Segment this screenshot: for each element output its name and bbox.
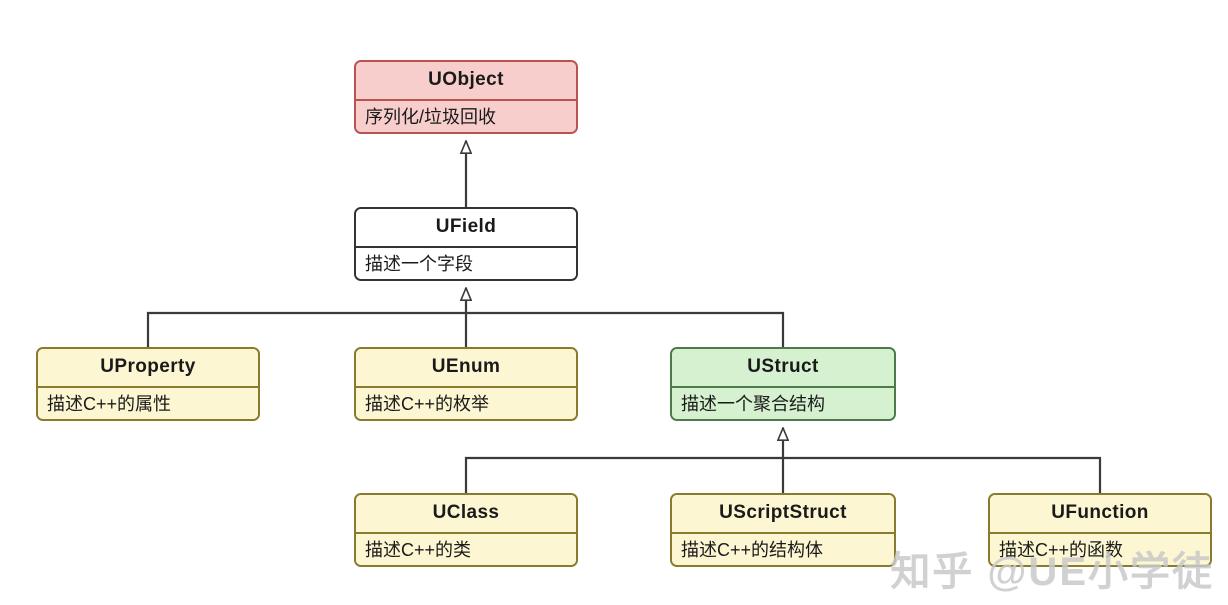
node-ufunction-desc: 描述C++的函数 [990,532,1210,565]
node-uproperty-title: UProperty [38,349,258,386]
node-ufield-title: UField [356,209,576,246]
node-uenum-desc: 描述C++的枚举 [356,386,576,419]
edge-bus-ustruct-children [464,456,1102,493]
node-ustruct[interactable]: UStruct 描述一个聚合结构 [670,347,896,421]
node-ustruct-desc: 描述一个聚合结构 [672,386,894,419]
node-uobject-desc: 序列化/垃圾回收 [356,99,576,132]
node-ufunction-title: UFunction [990,495,1210,532]
node-uscriptstruct[interactable]: UScriptStruct 描述C++的结构体 [670,493,896,567]
node-uscriptstruct-title: UScriptStruct [672,495,894,532]
node-ustruct-title: UStruct [672,349,894,386]
node-uclass-title: UClass [356,495,576,532]
node-ufield-desc: 描述一个字段 [356,246,576,279]
node-ufield[interactable]: UField 描述一个字段 [354,207,578,281]
node-uscriptstruct-desc: 描述C++的结构体 [672,532,894,565]
node-uclass[interactable]: UClass 描述C++的类 [354,493,578,567]
node-uobject[interactable]: UObject 序列化/垃圾回收 [354,60,578,134]
node-uenum-title: UEnum [356,349,576,386]
node-uproperty-desc: 描述C++的属性 [38,386,258,419]
node-uenum[interactable]: UEnum 描述C++的枚举 [354,347,578,421]
node-uobject-title: UObject [356,62,576,99]
node-uclass-desc: 描述C++的类 [356,532,576,565]
node-uproperty[interactable]: UProperty 描述C++的属性 [36,347,260,421]
edge-bus-ufield-children [146,311,785,347]
node-ufunction[interactable]: UFunction 描述C++的函数 [988,493,1212,567]
